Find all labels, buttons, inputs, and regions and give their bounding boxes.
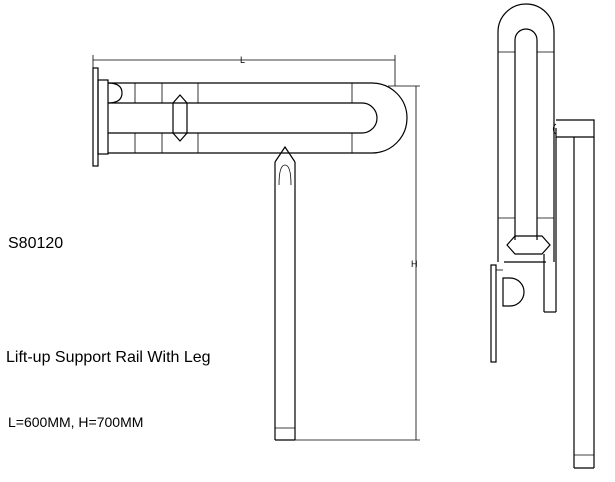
wall-plate [92,67,109,167]
height-dimension: H [295,85,420,441]
rail-bend [361,82,408,154]
support-leg [274,145,296,441]
front-view [92,67,408,441]
side-outer-loop [497,3,555,262]
side-leg-bracket [552,119,595,138]
height-dim-label: H [411,259,418,269]
product-name: Lift-up Support Rail With Leg [6,349,211,366]
model-code: S80120 [8,235,64,252]
length-dim-label: L [240,55,245,65]
side-hinge [506,235,551,255]
side-leg [573,137,595,469]
lower-rail [108,132,372,154]
upper-rail [107,82,372,104]
side-lower-section [504,128,557,313]
length-dimension: L [92,55,396,86]
dimensions-spec: L=600MM, H=700MM [8,414,144,430]
side-wall-plate [490,264,525,363]
hinge-joint [172,94,188,142]
dimension-lines: L H [92,55,420,441]
side-view [490,3,595,469]
